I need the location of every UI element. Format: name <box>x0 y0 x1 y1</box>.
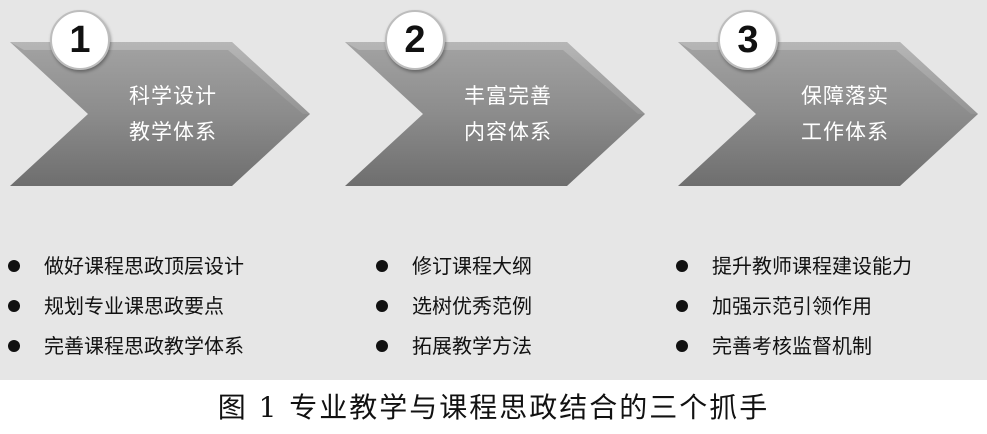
bullet-list-1: 做好课程思政顶层设计 规划专业课思政要点 完善课程思政教学体系 <box>4 246 244 366</box>
bullet-list-3: 提升教师课程建设能力 加强示范引领作用 完善考核监督机制 <box>672 246 912 366</box>
bullet-dot-icon <box>676 260 688 272</box>
step-number-badge-1: 1 <box>50 10 110 70</box>
chevron-arrow-2 <box>345 42 645 186</box>
list-item: 选树优秀范例 <box>372 286 532 326</box>
chevron-arrows <box>10 42 978 186</box>
bullet-dot-icon <box>676 340 688 352</box>
step-label-2-line1: 丰富完善 <box>464 84 552 108</box>
bullet-dot-icon <box>8 340 20 352</box>
bullet-dot-icon <box>676 300 688 312</box>
bullet-dot-icon <box>8 300 20 312</box>
list-item: 做好课程思政顶层设计 <box>4 246 244 286</box>
list-item: 加强示范引领作用 <box>672 286 912 326</box>
bullet-dot-icon <box>376 260 388 272</box>
bullet-dot-icon <box>8 260 20 272</box>
list-item: 完善考核监督机制 <box>672 326 912 366</box>
step-label-1-line1: 科学设计 <box>129 84 217 108</box>
step-label-2: 丰富完善 内容体系 <box>433 78 583 150</box>
step-label-3-line1: 保障落实 <box>801 84 889 108</box>
step-number-badge-2: 2 <box>385 10 445 70</box>
list-item: 修订课程大纲 <box>372 246 532 286</box>
step-label-3-line2: 工作体系 <box>801 120 889 144</box>
bullet-dot-icon <box>376 340 388 352</box>
step-label-3: 保障落实 工作体系 <box>770 78 920 150</box>
step-label-1: 科学设计 教学体系 <box>98 78 248 150</box>
list-item: 完善课程思政教学体系 <box>4 326 244 366</box>
list-item: 规划专业课思政要点 <box>4 286 244 326</box>
bullet-dot-icon <box>376 300 388 312</box>
step-label-2-line2: 内容体系 <box>464 120 552 144</box>
chevron-arrow-3 <box>678 42 978 186</box>
figure-caption: 图 1 专业教学与课程思政结合的三个抓手 <box>217 391 770 424</box>
list-item: 提升教师课程建设能力 <box>672 246 912 286</box>
step-number-badge-3: 3 <box>718 10 778 70</box>
bullet-list-2: 修订课程大纲 选树优秀范例 拓展教学方法 <box>372 246 532 366</box>
chevron-arrow-1 <box>10 42 310 186</box>
list-item: 拓展教学方法 <box>372 326 532 366</box>
step-label-1-line2: 教学体系 <box>129 120 217 144</box>
